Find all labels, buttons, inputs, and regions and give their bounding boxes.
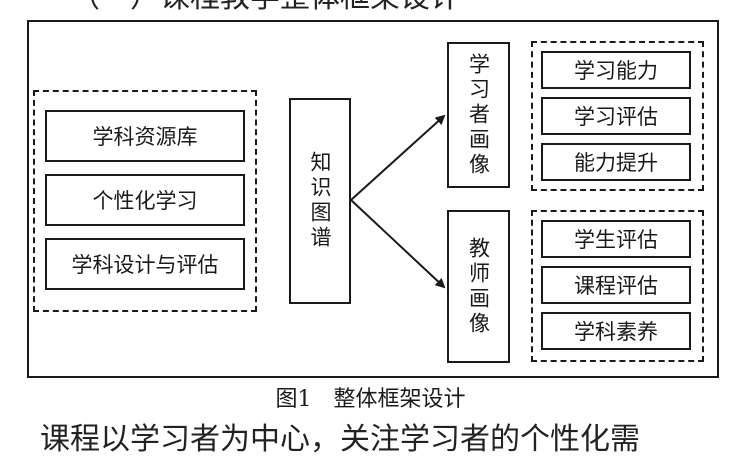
node-student-assessment: 学生评估 xyxy=(541,220,691,258)
node-course-assessment: 课程评估 xyxy=(541,266,691,304)
node-subject-literacy: 学科素养 xyxy=(541,312,691,350)
arrow-to-learner-portrait xyxy=(350,114,446,201)
node-knowledge-graph: 知识图谱 xyxy=(289,98,351,304)
node-personalized-learning: 个性化学习 xyxy=(45,174,245,226)
connector-arrows xyxy=(350,114,446,289)
figure-caption: 图1 整体框架设计 xyxy=(275,387,466,412)
node-learner-portrait: 学习者画像 xyxy=(447,42,510,188)
node-learning-ability: 学习能力 xyxy=(541,51,691,89)
node-subject-design-evaluation: 学科设计与评估 xyxy=(45,238,245,290)
node-ability-improvement: 能力提升 xyxy=(541,143,691,181)
node-teacher-portrait: 教师画像 xyxy=(447,210,510,363)
section-heading: （一）课程教学整体框架设计 xyxy=(70,0,490,18)
node-learning-assessment: 学习评估 xyxy=(541,97,691,135)
framework-outer-frame xyxy=(27,20,719,378)
node-subject-resource-library: 学科资源库 xyxy=(45,110,245,162)
learner-attributes-group xyxy=(531,41,704,191)
teacher-attributes-group xyxy=(531,210,704,362)
arrow-to-teacher-portrait xyxy=(350,199,446,289)
resource-group xyxy=(33,90,257,312)
body-text-line: 课程以学习者为中心，关注学习者的个性化需 xyxy=(40,422,640,457)
